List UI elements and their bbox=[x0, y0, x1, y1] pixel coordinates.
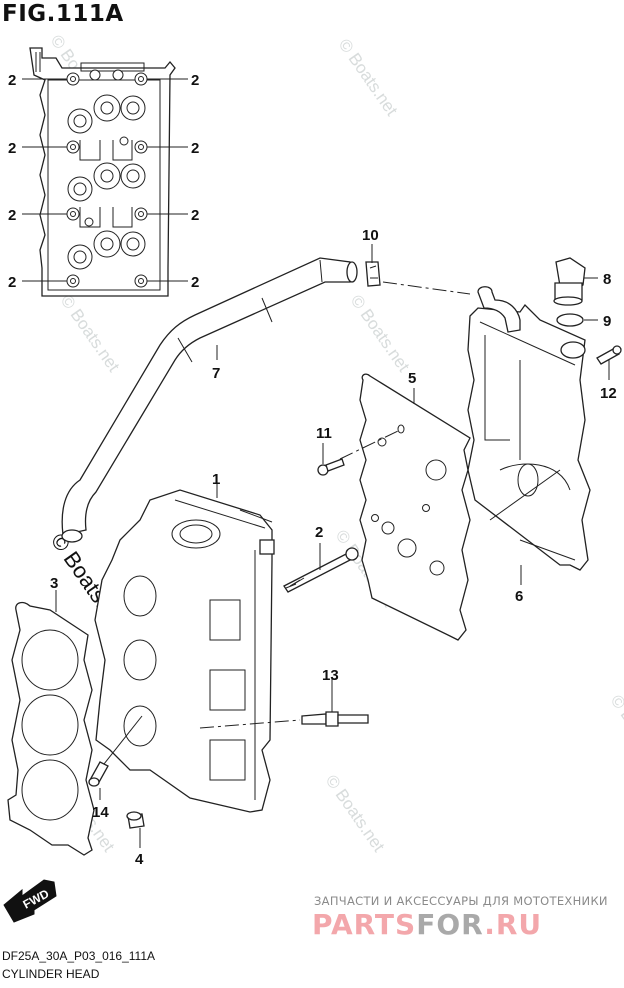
o-ring[interactable] bbox=[556, 313, 584, 327]
cover-gasket[interactable] bbox=[359, 373, 471, 641]
bolt-11[interactable] bbox=[317, 458, 345, 476]
head-gasket[interactable] bbox=[7, 601, 95, 856]
bolt-12[interactable] bbox=[596, 345, 622, 365]
callout-12[interactable]: 12 bbox=[600, 385, 617, 402]
spark-plug[interactable] bbox=[301, 711, 369, 727]
callout-1[interactable]: 1 bbox=[212, 471, 220, 488]
callout-2[interactable]: 2 bbox=[191, 72, 199, 89]
figure-code: DF25A_30A_P03_016_111A bbox=[2, 949, 156, 963]
hose-clip[interactable] bbox=[365, 261, 381, 287]
watermark: © Boats.net bbox=[322, 771, 389, 855]
brand-part1: PARTS bbox=[312, 908, 417, 941]
callout-14[interactable]: 14 bbox=[92, 804, 109, 821]
brand-tagline: ЗАПЧАСТИ И АКСЕССУАРЫ ДЛЯ МОТОТЕХНИКИ bbox=[314, 894, 608, 908]
figure-title: FIG.111A bbox=[2, 1, 124, 27]
watermark: © Boats.net bbox=[57, 291, 124, 375]
callout-11[interactable]: 11 bbox=[316, 425, 332, 442]
callout-2[interactable]: 2 bbox=[191, 140, 199, 157]
brand-part3: .RU bbox=[484, 908, 543, 941]
callout-2-bolt[interactable]: 2 bbox=[315, 524, 323, 541]
watermark: © Boats.net bbox=[607, 691, 624, 775]
callout-8[interactable]: 8 bbox=[603, 271, 611, 288]
watermark: © Boats.net bbox=[347, 291, 414, 375]
watermark: © Boats.net bbox=[335, 35, 402, 119]
sleeve-14[interactable] bbox=[88, 761, 109, 787]
fwd-arrow-icon: FWD bbox=[3, 879, 57, 923]
callout-13[interactable]: 13 bbox=[322, 667, 339, 684]
callout-2[interactable]: 2 bbox=[191, 274, 199, 291]
callout-5[interactable]: 5 bbox=[408, 370, 416, 387]
callout-2[interactable]: 2 bbox=[8, 72, 16, 89]
figure-name: CYLINDER HEAD bbox=[2, 967, 100, 981]
dowel-pin[interactable] bbox=[126, 811, 145, 829]
callout-2[interactable]: 2 bbox=[8, 140, 16, 157]
callout-7[interactable]: 7 bbox=[212, 365, 220, 382]
head-bolt-callouts: 2 2 2 2 2 2 2 2 bbox=[8, 72, 199, 291]
callout-3[interactable]: 3 bbox=[50, 575, 58, 592]
breather-hose[interactable] bbox=[61, 257, 358, 543]
long-bolt-2[interactable] bbox=[283, 547, 359, 593]
callout-6[interactable]: 6 bbox=[515, 588, 523, 605]
callout-9[interactable]: 9 bbox=[603, 313, 611, 330]
cylinder-head-top-view bbox=[29, 47, 176, 297]
brand-part2: FOR bbox=[416, 908, 485, 941]
callout-2[interactable]: 2 bbox=[191, 207, 199, 224]
oil-filler-cap[interactable] bbox=[553, 257, 586, 306]
callout-4[interactable]: 4 bbox=[135, 851, 144, 868]
callout-2[interactable]: 2 bbox=[8, 274, 16, 291]
brand-logo[interactable]: PARTSFOR.RU bbox=[312, 908, 542, 941]
cylinder-head[interactable] bbox=[94, 489, 275, 813]
callout-2[interactable]: 2 bbox=[8, 207, 16, 224]
head-cover[interactable] bbox=[467, 286, 591, 571]
callout-10[interactable]: 10 bbox=[362, 227, 379, 244]
